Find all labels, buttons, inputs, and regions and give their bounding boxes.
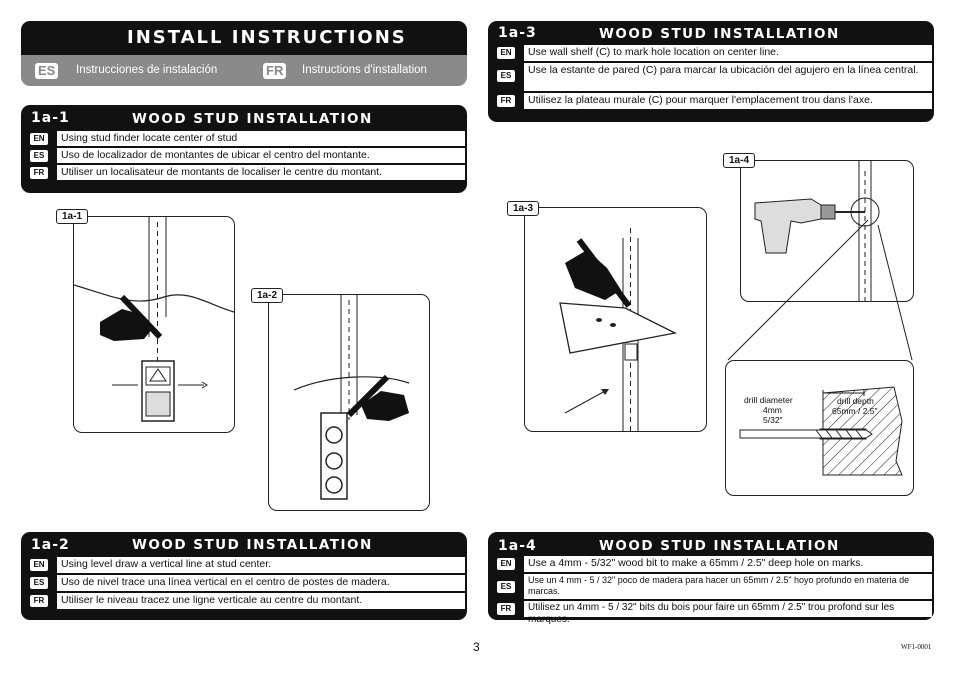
en-badge: EN <box>497 558 515 570</box>
figure-1a2: 1a-2 <box>251 288 430 511</box>
document-code: WF1-0001 <box>901 643 932 651</box>
step-number: 1a-4 <box>498 538 537 554</box>
hand-icon <box>565 250 621 300</box>
step-1a3-block: 1a-3 WOOD STUD INSTALLATION EN Use wall … <box>488 21 934 122</box>
hand-icon <box>361 391 409 421</box>
en-badge: EN <box>30 133 48 145</box>
figure-1a3: 1a-3 <box>507 201 707 432</box>
figure-1a1: 1a-1 <box>56 209 235 433</box>
en-badge: EN <box>497 47 515 59</box>
step-number: 1a-1 <box>31 110 70 126</box>
level-illustration <box>293 295 410 500</box>
fr-badge: FR <box>30 167 48 179</box>
instruction-es: Use la estante de pared (C) para marcar … <box>524 63 932 91</box>
instruction-es: Uso de localizador de montantes de ubica… <box>57 148 465 163</box>
page-number: 3 <box>473 640 480 654</box>
instruction-es: Uso de nivel trace una línea vertical en… <box>57 575 465 591</box>
fr-title: Instructions d'installation <box>302 64 427 76</box>
instruction-fr: Utilisez la plateau murale (C) pour marq… <box>524 93 932 109</box>
es-badge: ES <box>30 150 48 162</box>
es-badge: ES <box>497 581 515 593</box>
step-title: WOOD STUD INSTALLATION <box>599 538 840 554</box>
step-1a1-block: 1a-1 WOOD STUD INSTALLATION EN Using stu… <box>21 105 467 193</box>
fr-badge: FR <box>497 603 515 615</box>
figure-drill-detail: drill diameter 4mm 5/32" drill depth 65m… <box>725 360 914 496</box>
instruction-fr: Utiliser un localisateur de montants de … <box>57 165 465 180</box>
step-title: WOOD STUD INSTALLATION <box>132 111 373 127</box>
drill-depth-label: drill depth <box>837 396 874 406</box>
instruction-en: Using stud finder locate center of stud <box>57 131 465 146</box>
es-title: Instrucciones de instalación <box>76 64 218 76</box>
fr-badge: FR <box>497 95 515 107</box>
drill-bit-icon <box>739 429 873 439</box>
instruction-fr: Utilisez un 4mm - 5 / 32" bits du bois p… <box>524 601 932 625</box>
hand-icon <box>100 309 152 341</box>
drill-diameter-in: 5/32" <box>763 415 783 425</box>
figure-label: 1a-3 <box>507 201 540 216</box>
drill-icon <box>754 198 822 254</box>
step-title: WOOD STUD INSTALLATION <box>599 26 840 42</box>
step-1a4-block: 1a-4 WOOD STUD INSTALLATION EN Use a 4mm… <box>488 532 934 625</box>
instruction-fr: Utiliser le niveau tracez une ligne vert… <box>57 593 465 609</box>
es-badge: ES <box>35 63 59 79</box>
fr-badge: FR <box>30 595 48 607</box>
shelf-marking-illustration <box>559 228 678 431</box>
instruction-en: Use a 4mm - 5/32" wood bit to make a 65m… <box>524 556 932 572</box>
figure-1a4: 1a-4 <box>723 153 914 302</box>
figure-label: 1a-1 <box>56 209 89 224</box>
es-badge: ES <box>30 577 48 589</box>
instruction-en: Use wall shelf (C) to mark hole location… <box>524 45 932 61</box>
step-1a2-block: 1a-2 WOOD STUD INSTALLATION EN Using lev… <box>21 532 467 620</box>
step-number: 1a-3 <box>498 25 537 41</box>
instruction-en: Using level draw a vertical line at stud… <box>57 557 465 573</box>
shelf-icon <box>559 302 678 354</box>
stud-finder-illustration <box>74 217 234 422</box>
step-number: 1a-2 <box>31 537 70 553</box>
language-bar: ES Instrucciones de instalación FR Instr… <box>21 55 467 86</box>
step-title: WOOD STUD INSTALLATION <box>132 537 373 553</box>
drill-diameter-mm: 4mm <box>763 405 782 415</box>
instruction-es: Use un 4 mm - 5 / 32" poco de madera par… <box>524 574 932 599</box>
drill-detail-illustration <box>739 386 903 476</box>
es-badge: ES <box>497 70 515 82</box>
drill-depth-value: 65mm / 2.5" <box>832 406 878 416</box>
drill-diameter-label: drill diameter <box>744 395 793 405</box>
fr-badge: FR <box>263 63 287 79</box>
en-badge: EN <box>30 559 48 571</box>
figure-label: 1a-4 <box>723 153 756 168</box>
main-header: INSTALL INSTRUCTIONS <box>21 21 467 55</box>
figure-label: 1a-2 <box>251 288 284 303</box>
page-title: INSTALL INSTRUCTIONS <box>127 27 407 48</box>
drill-illustration <box>754 161 880 301</box>
